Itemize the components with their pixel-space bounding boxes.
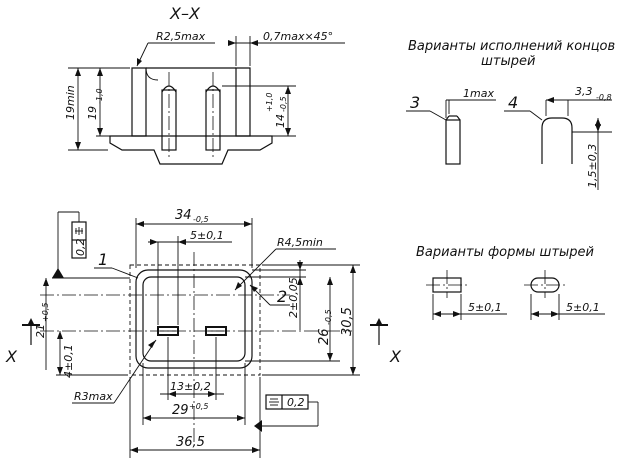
section-title: X–X — [169, 4, 201, 23]
left-wall-hatch — [131, 67, 147, 137]
corner-r3: R3max — [74, 390, 113, 403]
radius-label: R2,5max — [156, 30, 206, 43]
inner-fillet-left — [145, 67, 159, 81]
variant-4-dim: 3,3 — [575, 85, 593, 98]
inner-height: 26 — [317, 328, 332, 345]
label-1: 1 — [98, 250, 108, 269]
height-tol: -1,0 — [95, 88, 104, 104]
corner-radius: R4,5min — [277, 236, 323, 249]
section-mark-right: X — [389, 347, 402, 366]
left-height-tol: +0,5 — [41, 303, 50, 322]
label-2: 2 — [277, 287, 287, 306]
inner-width: 29 — [172, 403, 189, 418]
shape-dim-left: 5±0,1 — [468, 301, 502, 314]
variant-3-dim: 1max — [463, 87, 494, 100]
plan-view: 34 -0,5 5±0,1 R4,5min 1 2 2±0,05 — [5, 208, 402, 458]
variant-3-pin — [445, 119, 461, 165]
pin-ends-title-2: штырей — [481, 54, 535, 69]
pin-spacing: 13±0,2 — [170, 380, 211, 393]
section-view: X–X R2,5max 0,7max×45° 19min — [64, 4, 345, 165]
variant-4-vdim: 1,5±0,3 — [586, 144, 599, 188]
outer-width: 36,5 — [176, 435, 205, 450]
outline-dashed — [129, 264, 261, 376]
section-mark-left: X — [5, 347, 18, 366]
width-top-tol: -0,5 — [193, 215, 209, 224]
height-min-label: 19min — [64, 85, 77, 120]
pin-width: 5±0,1 — [190, 229, 224, 242]
inner-width-tol: +0,5 — [189, 402, 208, 411]
base-hatch — [109, 135, 273, 165]
chamfer-label: 0,7max×45° — [263, 30, 333, 43]
variant-4-label: 4 — [508, 93, 518, 112]
variant-3-label: 3 — [410, 93, 420, 112]
pin-shapes-title: Варианты формы штырей — [416, 245, 594, 260]
pin-ends-title-1: Варианты исполнений концов — [408, 39, 615, 54]
pin-height-tol-upper: +1,0 — [265, 93, 274, 112]
pin-shape-variants: Варианты формы штырей 5±0,1 5±0,1 — [416, 245, 605, 320]
width-top: 34 — [175, 208, 192, 223]
outer-height: 30,5 — [340, 307, 355, 336]
pin-height-tol-lower: -0,5 — [279, 96, 288, 112]
pin-height-label: 14 — [274, 114, 287, 128]
variant-4-dim-tol: -0,8 — [596, 93, 612, 102]
tol-frame-value-bottom: 0,2 — [287, 396, 305, 409]
offset-dim: 4±0,1 — [62, 344, 75, 378]
inner-height-tol: -0,5 — [324, 309, 333, 325]
variant-4-pin — [541, 117, 573, 164]
shape-dim-right: 5±0,1 — [566, 301, 600, 314]
tol-frame-value: 0,2 — [74, 239, 87, 257]
wall-dim: 2±0,05 — [287, 277, 300, 318]
height-label: 19 — [86, 106, 99, 120]
pin-end-variants: Варианты исполнений концов штырей 3 1max… — [406, 39, 615, 190]
left-height: 21 — [34, 324, 47, 338]
right-wall-hatch — [235, 67, 251, 137]
